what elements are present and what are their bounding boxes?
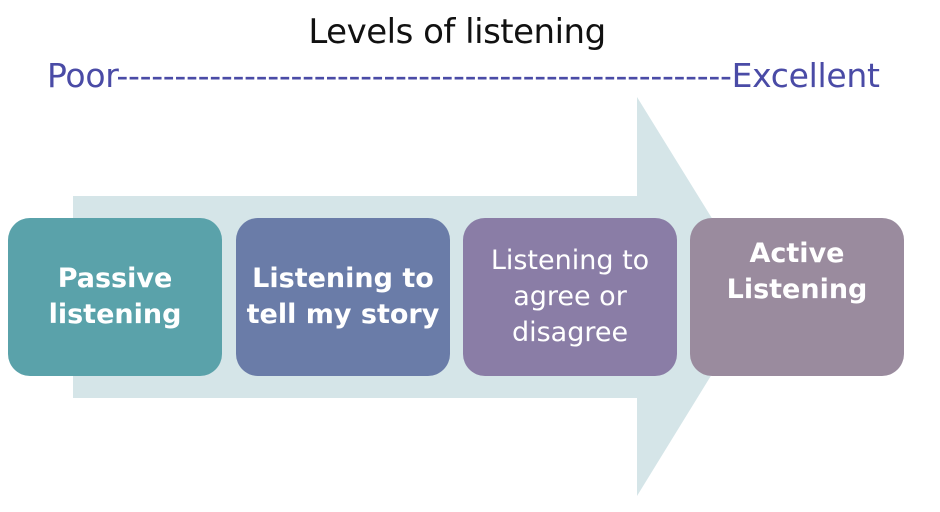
scale-connector: ----------------------------------------… [116,56,732,95]
quality-scale: Poor------------------------------------… [47,56,880,95]
scale-high-label: Excellent [731,56,880,95]
level-box-passive: Passive listening [8,218,222,376]
level-label-passive: Passive listening [48,263,182,330]
level-box-tell-story: Listening to tell my story [236,218,450,376]
level-box-agree-disagree: Listening to agree or disagree [463,218,677,376]
level-label-agree-disagree: Listening to agree or disagree [490,245,650,348]
level-label-active: Active Listening [726,238,868,305]
scale-low-label: Poor [47,56,117,95]
diagram-title: Levels of listening [308,12,606,52]
level-label-tell-story: Listening to tell my story [246,263,440,330]
level-box-active: Active Listening [690,218,904,376]
